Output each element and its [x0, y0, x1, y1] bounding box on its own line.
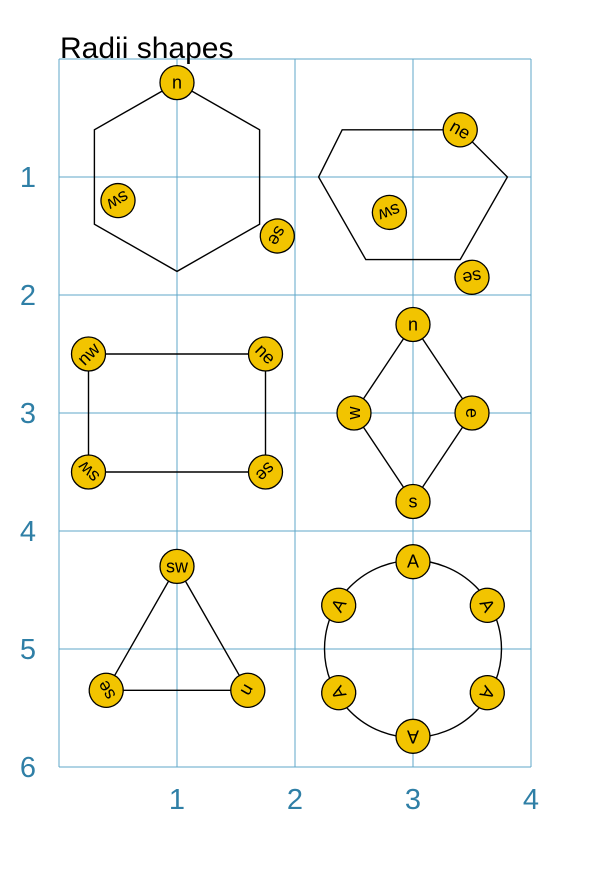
radius-badge: A: [395, 718, 431, 754]
x-tick-label: 2: [287, 784, 303, 816]
radius-badge: A: [321, 587, 357, 623]
badge-label: A: [407, 552, 419, 572]
radius-badge: se: [454, 259, 490, 295]
radius-badge: se: [259, 218, 295, 254]
x-tick-label: 1: [169, 784, 185, 816]
diagram-title: Radii shapes: [60, 32, 233, 65]
badge-circle: [321, 675, 357, 711]
radius-badge: se: [88, 672, 124, 708]
badge-circle: [454, 395, 490, 431]
y-tick-label: 4: [20, 516, 36, 548]
radius-badge: sw: [159, 548, 195, 585]
radius-badge: A: [321, 675, 357, 711]
badge-label: A: [407, 726, 419, 746]
badge-circle: [395, 718, 431, 754]
badge-circle: [454, 259, 490, 295]
badge-circle: [70, 454, 107, 490]
badge-label: w: [344, 406, 364, 421]
badge-circle: [321, 587, 357, 623]
axis-ticks: 1 2 3 4 1 2 3 4 5 6: [20, 162, 539, 816]
badge-circle: [100, 182, 136, 219]
badge-label: s: [409, 492, 418, 512]
radius-badge: ne: [442, 112, 478, 148]
badge-circle: [159, 548, 195, 585]
badge-circle: [371, 194, 408, 231]
radius-badge: e: [454, 395, 490, 431]
badge-circle: [336, 395, 372, 431]
badge-label: sw: [166, 556, 189, 576]
badge-label: se: [461, 266, 483, 289]
badge-circle: [88, 672, 124, 708]
badge-circle: [469, 675, 505, 711]
badge-circle: [247, 454, 284, 490]
badge-circle: [395, 306, 431, 343]
badge-circle: [442, 112, 478, 148]
badge-circle: [395, 544, 431, 580]
radius-badge: sw: [100, 182, 136, 219]
y-tick-label: 3: [20, 398, 36, 430]
y-tick-label: 5: [20, 634, 36, 666]
radius-badge: A: [469, 675, 505, 711]
radius-badge: sw: [371, 194, 408, 231]
x-tick-label: 4: [523, 784, 539, 816]
radius-badge: A: [469, 587, 505, 623]
y-tick-label: 2: [20, 280, 36, 312]
radius-badge: A: [395, 544, 431, 580]
y-tick-label: 6: [20, 752, 36, 784]
badge-label: n: [408, 315, 418, 335]
triangle-outline: [104, 564, 250, 691]
radius-badge: n: [395, 306, 431, 343]
radius-badge: n: [230, 672, 266, 708]
radius-badge: n: [159, 64, 195, 101]
y-tick-label: 1: [20, 162, 36, 194]
badge-label: n: [172, 73, 182, 93]
badge-circle: [230, 672, 266, 708]
badge-label: e: [462, 408, 482, 418]
badge-circle: [70, 336, 107, 372]
badge-circle: [247, 336, 284, 372]
radius-badge: w: [336, 395, 372, 431]
shapes: [87, 81, 509, 739]
radius-badge: se: [247, 454, 284, 490]
radius-badge: sw: [70, 454, 107, 490]
badge-circle: [159, 64, 195, 101]
grid: [58, 58, 532, 768]
badge-circle: [469, 587, 505, 623]
badge-circle: [259, 218, 295, 254]
x-tick-label: 3: [405, 784, 421, 816]
badge-circle: [395, 483, 431, 520]
radius-badge: nw: [70, 336, 107, 372]
radius-badge: ne: [247, 336, 284, 372]
hexagon-left-outline: [93, 81, 261, 273]
radius-badge: s: [395, 483, 431, 520]
